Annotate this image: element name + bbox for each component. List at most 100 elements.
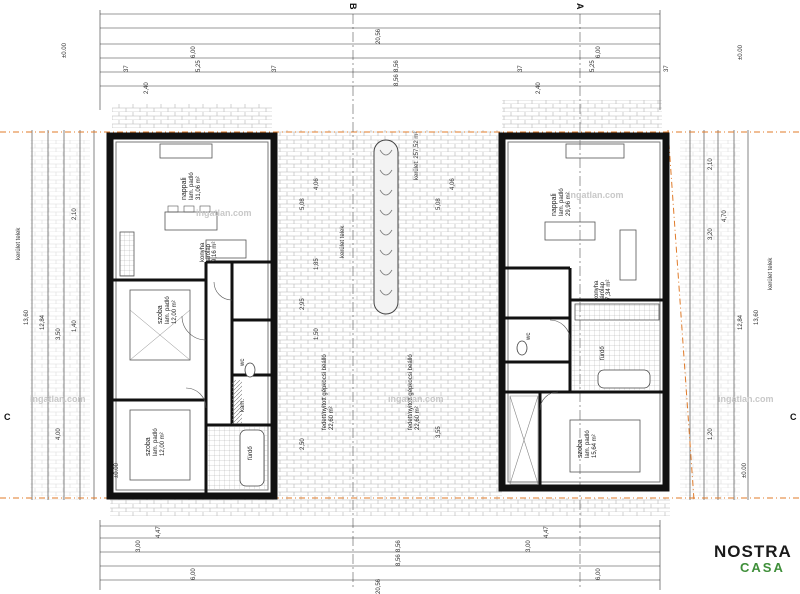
section-label-c-right: C bbox=[790, 412, 797, 422]
dim-bottom-20-56: 20,56 bbox=[376, 578, 382, 594]
right-table bbox=[544, 221, 596, 241]
left-room-bedroom-1: szoba lam. padló 12,00 m² bbox=[157, 296, 178, 324]
elevation-bottom-right: ±0.00 bbox=[742, 462, 748, 478]
elevation-top-left: ±0.00 bbox=[62, 42, 68, 58]
left-room-pantry: kam. bbox=[240, 399, 246, 412]
right-house bbox=[498, 132, 670, 492]
left-room-wc: wc bbox=[240, 359, 246, 367]
dim-center-4-06-b: 4,06 bbox=[450, 178, 456, 190]
right-room-kitchen: konyha járólap 7,34 m² bbox=[594, 280, 612, 301]
svg-text:lam. padló: lam. padló bbox=[559, 188, 565, 216]
svg-text:12,00 m²: 12,00 m² bbox=[172, 300, 178, 324]
left-room-bedroom-2: szoba lam. padló 12,00 m² bbox=[145, 428, 166, 456]
dimension-chains-top bbox=[99, 10, 661, 110]
left-hatched-wall bbox=[232, 380, 242, 424]
svg-text:lam. padló: lam. padló bbox=[165, 296, 171, 324]
svg-text:szoba: szoba bbox=[145, 437, 152, 456]
right-house-outer-wall bbox=[498, 132, 670, 492]
right-door-swing-2 bbox=[549, 319, 571, 341]
left-chair-2 bbox=[183, 205, 195, 213]
watermark-4: ingatlan.com bbox=[388, 394, 444, 404]
right-room-bedroom: szoba lam. padló 15,64 m² bbox=[577, 430, 598, 458]
svg-text:lam. padló: lam. padló bbox=[153, 428, 159, 456]
left-house bbox=[106, 132, 278, 500]
dim-center-5-08-a: 5,08 bbox=[300, 198, 306, 210]
right-sofa bbox=[565, 143, 625, 159]
dim-left-12-84: 12,84 bbox=[40, 314, 46, 330]
paving-top-right bbox=[502, 100, 662, 128]
dim-top-37-b: 37 bbox=[272, 65, 278, 72]
watermark-3: ingatlan.com bbox=[30, 394, 86, 404]
svg-text:7,34 m²: 7,34 m² bbox=[606, 280, 612, 300]
dim-top-37-d: 37 bbox=[664, 65, 670, 72]
left-room-kitchen: konyha járólap 9,16 m² bbox=[200, 242, 218, 263]
svg-text:12,00 m²: 12,00 m² bbox=[160, 432, 166, 456]
dimension-chains-left bbox=[31, 130, 95, 500]
svg-text:lam. padló: lam. padló bbox=[189, 172, 195, 200]
dim-bottom-3-00-left: 3,00 bbox=[136, 540, 142, 552]
dim-top-8-56-a: 8,56 bbox=[394, 60, 400, 72]
svg-text:29,96 m²: 29,96 m² bbox=[566, 192, 572, 216]
elevation-bottom-left: ±0.00 bbox=[114, 462, 120, 478]
dim-left-1-40: 1,40 bbox=[72, 320, 78, 332]
watermark-1: ingatlan.com bbox=[196, 208, 252, 218]
garden-left bbox=[30, 140, 90, 500]
right-house-inner-line bbox=[507, 141, 661, 483]
elevation-top-right: ±0.00 bbox=[738, 44, 744, 60]
planter bbox=[373, 139, 399, 315]
section-label-c-left: C bbox=[4, 412, 11, 422]
lot-area-label: kerület: 257,52 m² bbox=[414, 132, 420, 180]
right-bathtub bbox=[597, 369, 651, 389]
planter-pattern bbox=[379, 149, 393, 296]
dim-center-2-50: 2,50 bbox=[300, 438, 306, 450]
left-sofa bbox=[159, 143, 213, 159]
dim-top-8-56-b: 8,56 bbox=[394, 74, 400, 86]
paving-top-left bbox=[112, 104, 272, 128]
top-dimension-labels: 20,56 6,00 6,00 8,56 8,56 5,25 5,25 2,40… bbox=[124, 28, 670, 94]
dim-left-4-00: 4,00 bbox=[56, 428, 62, 440]
left-house-inner-line bbox=[115, 141, 269, 491]
left-door-swing-2 bbox=[185, 387, 207, 409]
right-bed bbox=[569, 419, 641, 473]
dim-center-1-50: 1,50 bbox=[314, 328, 320, 340]
paving-bottom bbox=[110, 498, 670, 516]
left-bed-1 bbox=[129, 289, 191, 361]
dim-right-3-20: 3,20 bbox=[708, 228, 714, 240]
dim-right-12-84: 12,84 bbox=[738, 314, 744, 330]
left-house-outer-wall bbox=[106, 132, 278, 500]
svg-text:szoba: szoba bbox=[577, 439, 584, 458]
left-door-swing-3 bbox=[213, 281, 233, 301]
dim-left-3-50: 3,50 bbox=[56, 328, 62, 340]
dim-bottom-6-00-left: 6,00 bbox=[191, 568, 197, 580]
right-dimension-labels: 13,60 12,84 4,70 2,10 3,20 1,20 bbox=[708, 158, 760, 440]
left-chair-1 bbox=[167, 205, 179, 213]
dim-right-1-20: 1,20 bbox=[708, 428, 714, 440]
lot-boundary-left: kerület telek bbox=[16, 227, 22, 260]
right-room-wc: wc bbox=[526, 333, 532, 341]
nostra-casa-logo: NOSTRA CASA bbox=[712, 540, 798, 584]
dim-right-13-60: 13,60 bbox=[754, 309, 760, 325]
svg-text:15,64 m²: 15,64 m² bbox=[592, 434, 598, 458]
dim-top-20-56: 20,56 bbox=[376, 28, 382, 44]
left-room-bath: fürdő bbox=[248, 446, 254, 460]
svg-text:nappali: nappali bbox=[551, 193, 558, 216]
dim-top-6-00-left: 6,00 bbox=[191, 46, 197, 58]
svg-text:9,16 m²: 9,16 m² bbox=[212, 242, 218, 262]
center-dimension-labels: 4,06 5,08 5,08 4,06 1,85 2,95 1,50 3,55 … bbox=[300, 178, 456, 450]
svg-text:22,60 m²: 22,60 m² bbox=[329, 406, 335, 430]
left-chair-3 bbox=[199, 205, 211, 213]
watermarks: ingatlan.com ingatlan.com ingatlan.com i… bbox=[30, 190, 774, 404]
left-bed-2 bbox=[129, 409, 191, 481]
left-bathtub bbox=[239, 429, 265, 487]
svg-text:fedett/nyitott gépkocsi beálló: fedett/nyitott gépkocsi beálló bbox=[322, 354, 328, 430]
dim-top-6-00-right: 6,00 bbox=[596, 46, 602, 58]
garden-right bbox=[680, 140, 740, 500]
left-room-carport: fedett/nyitott gépkocsi beálló 22,60 m² bbox=[322, 354, 335, 430]
right-dining-table bbox=[619, 229, 637, 281]
dim-top-37-c: 37 bbox=[518, 65, 524, 72]
logo-line-1: NOSTRA bbox=[714, 542, 792, 561]
dim-bottom-8-56-b: 8,56 bbox=[396, 554, 402, 566]
section-line-right bbox=[667, 129, 695, 501]
